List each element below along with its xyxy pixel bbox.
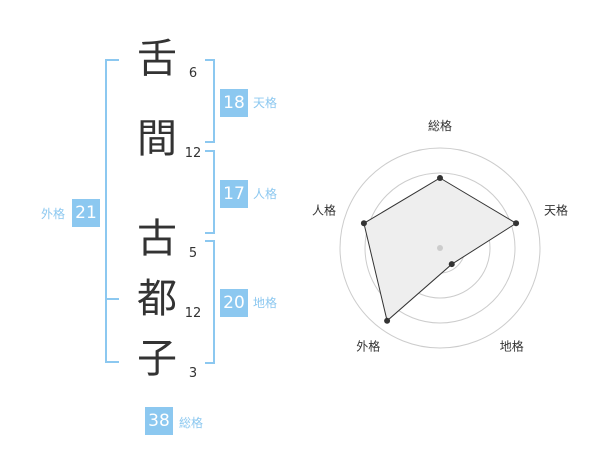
chikaku-value: 20 [220,289,248,317]
name-char-5: 子 [137,336,177,382]
jinkaku-label: 人格 [253,187,278,201]
jinkaku-bracket [205,150,215,234]
name-char-2: 間 [137,116,177,162]
stroke-count-2: 12 [184,146,202,161]
gaikaku-label: 外格 [41,207,66,221]
gaikaku-bracket-tick [105,298,119,300]
radar-axis-label-4: 外格 [356,339,380,354]
radar-point-4 [384,317,391,324]
gaikaku-bracket [105,59,119,363]
radar-axis-label-5: 人格 [312,202,336,217]
gaikaku-value: 21 [72,199,100,227]
stroke-count-3: 5 [188,246,198,261]
soukaku-value: 38 [145,407,173,435]
radar-point-2 [513,220,520,227]
radar-point-3 [448,261,455,268]
chikaku-label: 地格 [253,296,278,310]
chikaku-bracket [205,240,215,364]
stroke-count-4: 12 [184,306,202,321]
radar-axis-label-2: 天格 [544,202,568,217]
name-char-1: 舌 [137,36,177,82]
radar-point-5 [360,220,367,227]
radar-points [360,175,520,324]
name-char-3: 古 [137,216,177,262]
radar-axis-label-3: 地格 [500,339,524,354]
radar-point-1 [437,175,443,181]
radar-axis-label-1: 総格 [428,118,452,133]
tenkaku-bracket [205,59,215,143]
stroke-count-1: 6 [188,66,198,81]
name-char-4: 都 [137,276,177,322]
radar-ring-3 [364,172,516,324]
jinkaku-value: 17 [220,180,248,208]
soukaku-label: 総格 [179,416,204,430]
stroke-count-5: 3 [188,366,198,381]
tenkaku-label: 天格 [253,96,278,110]
radar-center-dot [437,245,443,251]
tenkaku-value: 18 [220,89,248,117]
